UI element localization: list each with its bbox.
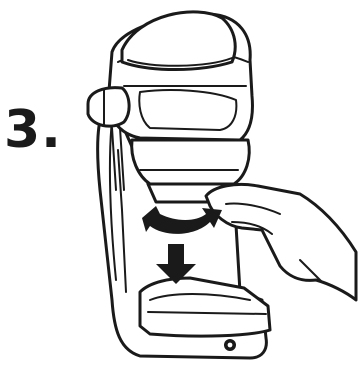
machine-head	[108, 12, 253, 140]
drip-tray	[140, 278, 270, 336]
power-button-icon	[224, 339, 236, 351]
